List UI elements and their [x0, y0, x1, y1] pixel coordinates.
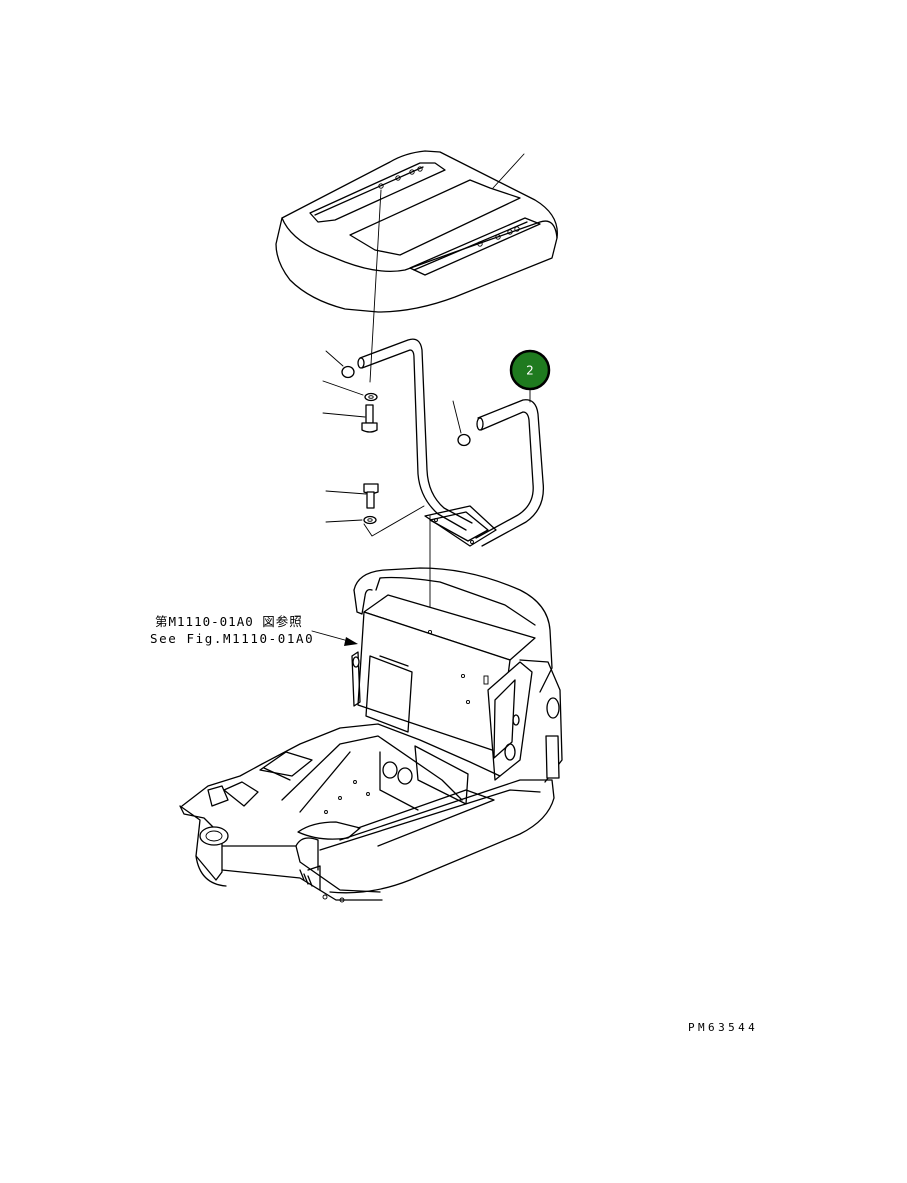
callout-number: 2 — [526, 364, 534, 378]
floor-frame — [179, 723, 555, 903]
seat-cushion — [275, 150, 558, 313]
reference-note-english: See Fig.M1110-01A0 — [150, 631, 315, 646]
reference-note-japanese: 第M1110-01A0 図参照 — [155, 614, 303, 629]
washer-lower — [325, 515, 377, 525]
right-armrest-bracket — [424, 399, 545, 547]
bolt-upper — [322, 404, 378, 433]
seat-to-bracket-line — [369, 189, 382, 383]
cap-left — [325, 350, 355, 379]
bolt-lower — [325, 483, 379, 509]
reference-arrow — [311, 630, 358, 646]
left-armrest-bracket — [357, 338, 473, 531]
seat-stand — [351, 567, 563, 783]
cap-right — [452, 400, 471, 447]
drawing-number: PM63544 — [688, 1021, 759, 1034]
mount-leader-lines — [363, 505, 425, 537]
washer-upper — [322, 380, 378, 402]
callout-balloon-2: 2 — [509, 349, 551, 391]
seat-leader-line — [492, 153, 525, 189]
